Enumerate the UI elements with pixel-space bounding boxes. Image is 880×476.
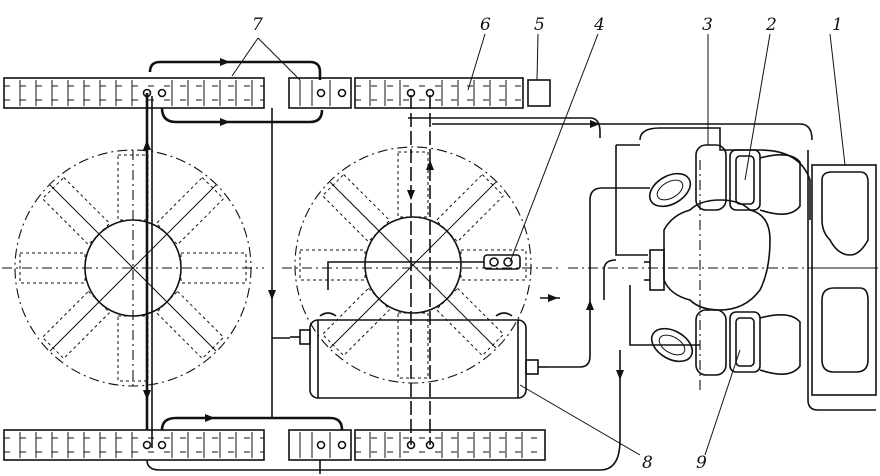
callout-2: 2 [765, 15, 777, 35]
radiator-bottom-right [354, 429, 546, 461]
radiator-top-mid-small [288, 77, 352, 109]
radiator-top-right [354, 77, 524, 109]
callout-3: 3 [702, 15, 713, 35]
callout-6: 6 [480, 15, 491, 35]
flow-arrows [143, 58, 624, 422]
fan-right [282, 146, 560, 384]
heat-exchanger [807, 150, 877, 411]
radiator-bottom-left [3, 429, 265, 461]
fan-left [2, 149, 264, 390]
callout-leaders [231, 33, 846, 456]
callout-5: 5 [534, 15, 545, 35]
radiator-top-left [3, 77, 265, 109]
oil-cooler [290, 312, 548, 399]
radiator-top-end [527, 79, 551, 107]
callout-9: 9 [696, 453, 707, 473]
radiator-bottom-mid-small [288, 429, 352, 461]
turbo-assembly [568, 127, 880, 390]
callout-8: 8 [642, 453, 653, 473]
callout-labels: 1 2 3 4 5 6 7 8 9 [252, 15, 843, 473]
valve-unit [327, 254, 521, 290]
callout-4: 4 [593, 15, 605, 35]
pipes-right [408, 95, 813, 445]
callout-7: 7 [252, 15, 263, 35]
callout-1: 1 [832, 15, 843, 35]
